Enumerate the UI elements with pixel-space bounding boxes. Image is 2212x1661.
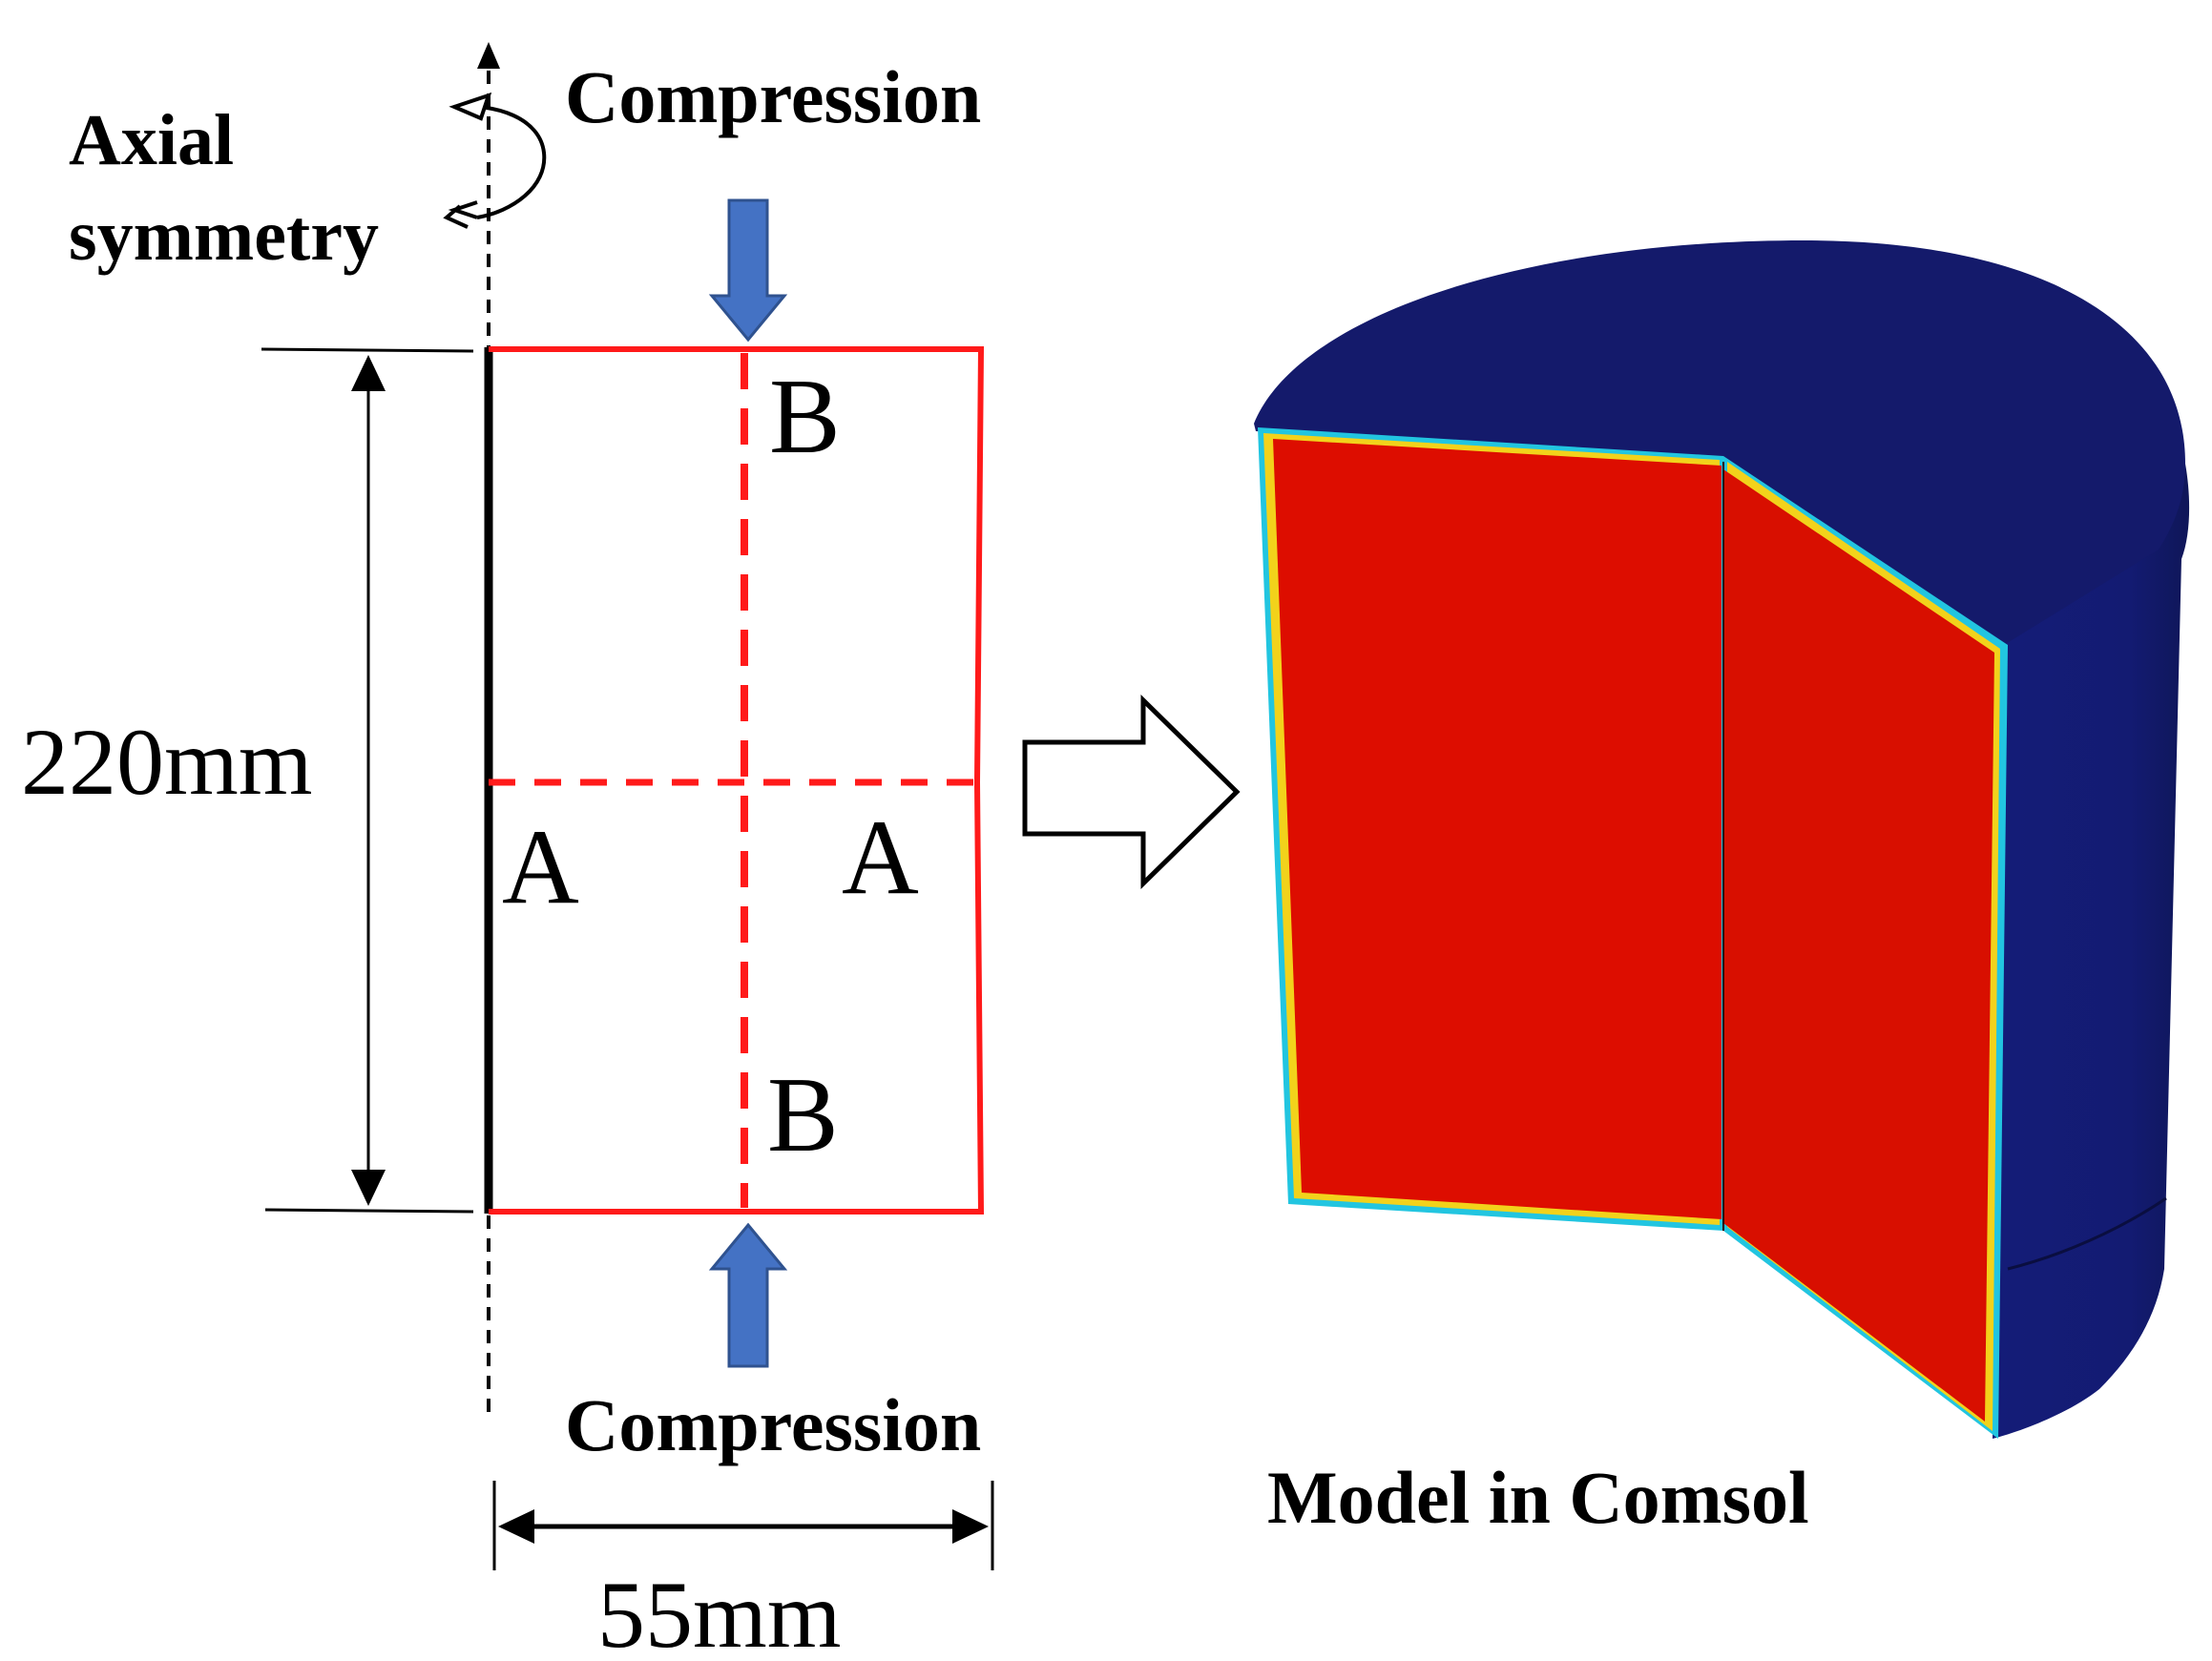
compression-arrow-top xyxy=(708,198,788,343)
model-side-surface xyxy=(1993,464,2190,1439)
height-ext-bottom xyxy=(264,1208,474,1214)
height-arrow-top xyxy=(351,355,386,391)
point-b-bottom: B xyxy=(767,1056,839,1174)
symmetry-axis-arrowhead xyxy=(477,42,500,69)
comsol-model xyxy=(1254,240,2190,1439)
specimen-outline xyxy=(489,346,985,1215)
width-arrow-right xyxy=(952,1509,989,1544)
model-cut-face-left-fill xyxy=(1273,439,1722,1219)
point-a-right: A xyxy=(842,799,919,917)
point-a-left: A xyxy=(502,808,579,926)
model-top-surface xyxy=(1254,240,2185,645)
model-seam-line xyxy=(2007,1196,2167,1271)
width-arrow-left xyxy=(498,1509,534,1544)
axial-label-line2: symmetry xyxy=(69,196,379,276)
compression-bottom-label: Compression xyxy=(565,1383,981,1466)
width-dimension-label: 55mm xyxy=(597,1562,842,1656)
compression-arrow-bottom xyxy=(708,1222,788,1368)
height-arrow-bottom xyxy=(351,1170,386,1206)
model-caption: Model in Comsol xyxy=(1267,1456,1809,1539)
compression-top-label: Compression xyxy=(565,55,981,138)
hollow-right-arrow-icon xyxy=(1022,695,1241,889)
height-ext-top xyxy=(261,347,474,353)
rotation-icon xyxy=(443,92,547,229)
height-dimension-label: 220mm xyxy=(21,709,313,815)
model-cut-face-right-fill xyxy=(1723,469,1994,1422)
axial-label-line1: Axial xyxy=(69,100,234,180)
point-b-top: B xyxy=(769,358,841,476)
